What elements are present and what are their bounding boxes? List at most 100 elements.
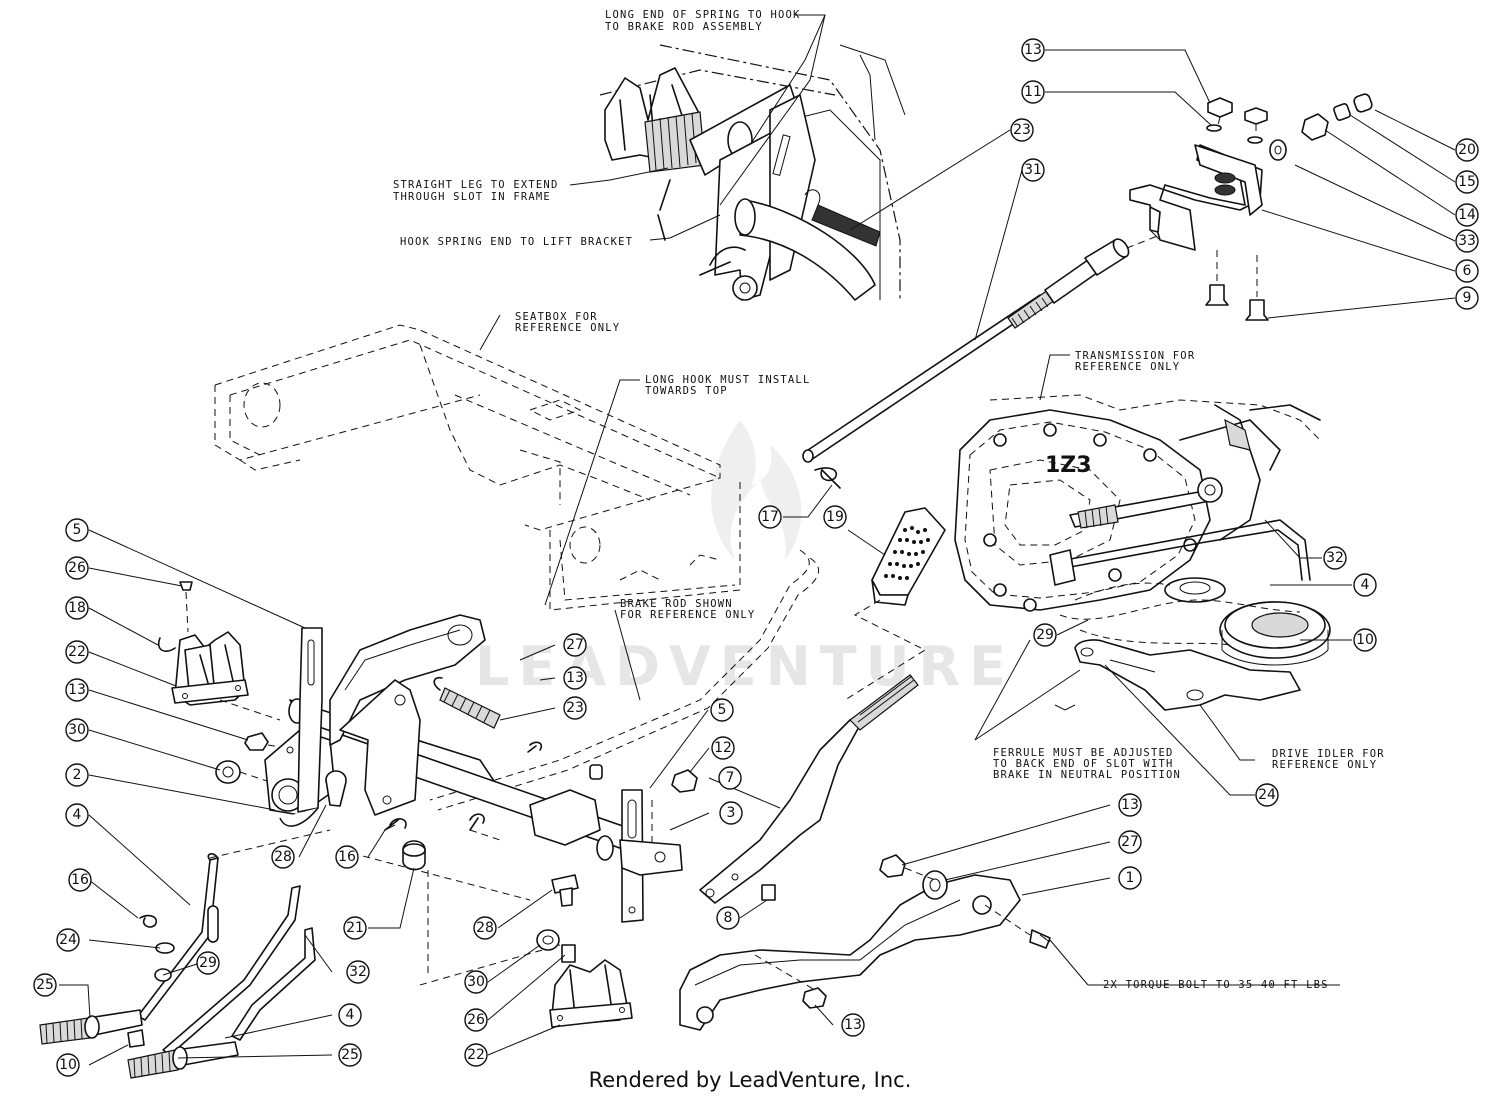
note-spring-hook-line1: LONG END OF SPRING TO HOOK (605, 9, 801, 21)
brake-rod-reference (429, 549, 820, 811)
callout-10: 10 (1353, 628, 1377, 652)
callout-26: 26 (65, 556, 89, 580)
svg-text:9: 9 (1463, 290, 1472, 306)
note-brake-rod-line2: FOR REFERENCE ONLY (620, 609, 755, 621)
svg-text:18: 18 (68, 600, 86, 616)
svg-text:22: 22 (68, 644, 86, 660)
callout-1: 1 (1118, 866, 1142, 890)
note-ferrule-line3: BRAKE IN NEUTRAL POSITION (993, 769, 1181, 781)
callout-13: 13 (563, 666, 587, 690)
callout-13: 13 (65, 678, 89, 702)
svg-text:5: 5 (73, 522, 82, 538)
bracket-22-left (157, 581, 249, 706)
svg-text:16: 16 (71, 872, 89, 888)
callout-13: 13 (841, 1013, 865, 1037)
note-spring-hook-line2: TO BRAKE ROD ASSEMBLY (605, 21, 763, 33)
svg-text:30: 30 (467, 974, 485, 990)
svg-text:28: 28 (476, 920, 494, 936)
note-transmission-line1: TRANSMISSION FOR (1075, 350, 1195, 362)
svg-text:32: 32 (1326, 550, 1344, 566)
casting-mark: 1Z3 (1045, 453, 1092, 478)
svg-text:10: 10 (1356, 632, 1374, 648)
callout-24: 24 (56, 928, 80, 952)
callout-22: 22 (464, 1043, 488, 1067)
callout-4: 4 (65, 803, 89, 827)
callout-29: 29 (1033, 623, 1057, 647)
callout-28: 28 (271, 845, 295, 869)
callout-18: 18 (65, 596, 89, 620)
callout-5: 5 (65, 518, 89, 542)
svg-text:31: 31 (1024, 162, 1042, 178)
callout-27: 27 (563, 633, 587, 657)
note-straight-leg-line1: STRAIGHT LEG TO EXTEND (393, 179, 558, 191)
svg-text:26: 26 (68, 560, 86, 576)
svg-text:7: 7 (726, 770, 735, 786)
callout-4: 4 (1353, 573, 1377, 597)
svg-text:24: 24 (1258, 787, 1276, 803)
svg-text:2: 2 (73, 767, 82, 783)
callout-19: 19 (823, 505, 847, 529)
callout-22: 22 (65, 640, 89, 664)
svg-text:21: 21 (346, 920, 364, 936)
svg-text:32: 32 (349, 964, 367, 980)
note-straight-leg-line2: THROUGH SLOT IN FRAME (393, 191, 551, 203)
svg-text:6: 6 (1463, 263, 1472, 279)
note-brake-rod-line1: BRAKE ROD SHOWN (620, 598, 733, 610)
callout-9: 9 (1455, 286, 1479, 310)
callout-23: 23 (1010, 118, 1034, 142)
pedal-pad-19 (844, 507, 946, 701)
svg-text:33: 33 (1458, 233, 1476, 249)
watermark-text: LEADVENTURE (475, 635, 1015, 698)
svg-text:12: 12 (714, 740, 732, 756)
callout-30: 30 (65, 718, 89, 742)
callout-13: 13 (1021, 38, 1045, 62)
brake-lever-1 (679, 854, 1051, 1031)
svg-text:15: 15 (1458, 174, 1476, 190)
svg-text:25: 25 (36, 977, 54, 993)
note-torque: 2X TORQUE BOLT TO 35-40 FT-LBS (1103, 979, 1329, 991)
callout-24: 24 (1255, 783, 1279, 807)
note-seatbox-line2: REFERENCE ONLY (515, 322, 620, 334)
note-ferrule-line1: FERRULE MUST BE ADJUSTED (993, 747, 1174, 759)
note-long-hook-line2: TOWARDS TOP (645, 385, 728, 397)
svg-text:1: 1 (1126, 870, 1135, 886)
top-inset-detail (599, 44, 906, 301)
svg-text:22: 22 (467, 1047, 485, 1063)
svg-text:13: 13 (844, 1017, 862, 1033)
callout-2: 2 (65, 763, 89, 787)
svg-text:13: 13 (1121, 797, 1139, 813)
drive-idler-reference (1054, 639, 1301, 711)
callout-11: 11 (1021, 80, 1045, 104)
callout-25: 25 (338, 1043, 362, 1067)
svg-text:26: 26 (467, 1012, 485, 1028)
svg-text:20: 20 (1458, 142, 1476, 158)
svg-text:27: 27 (566, 637, 584, 653)
callout-21: 21 (343, 916, 367, 940)
transmission-reference: 1Z3 (954, 394, 1331, 666)
note-drive-idler-line2: REFERENCE ONLY (1272, 759, 1377, 771)
bracket-22-lower (536, 874, 633, 1028)
bracket-6-assembly (1129, 93, 1373, 321)
callout-bubbles: 13 11 23 20 15 14 33 6 9 31 17 19 32 4 1… (33, 38, 1479, 1077)
callout-16: 16 (68, 868, 92, 892)
svg-text:10: 10 (59, 1057, 77, 1073)
svg-text:3: 3 (727, 805, 736, 821)
leader-lines (59, 49, 1456, 1066)
svg-text:4: 4 (1361, 577, 1370, 593)
svg-text:29: 29 (1036, 627, 1054, 643)
svg-text:13: 13 (566, 670, 584, 686)
svg-text:25: 25 (341, 1047, 359, 1063)
callout-30: 30 (464, 970, 488, 994)
callout-12: 12 (711, 736, 735, 760)
note-transmission-line2: REFERENCE ONLY (1075, 361, 1180, 373)
brake-arm-7 (699, 674, 919, 904)
callout-31: 31 (1021, 158, 1045, 182)
svg-text:23: 23 (566, 700, 584, 716)
note-seatbox-line1: SEATBOX FOR (515, 311, 598, 323)
callout-4: 4 (338, 1003, 362, 1027)
callout-15: 15 (1455, 170, 1479, 194)
callout-13: 13 (1118, 793, 1142, 817)
svg-text:13: 13 (1024, 42, 1042, 58)
